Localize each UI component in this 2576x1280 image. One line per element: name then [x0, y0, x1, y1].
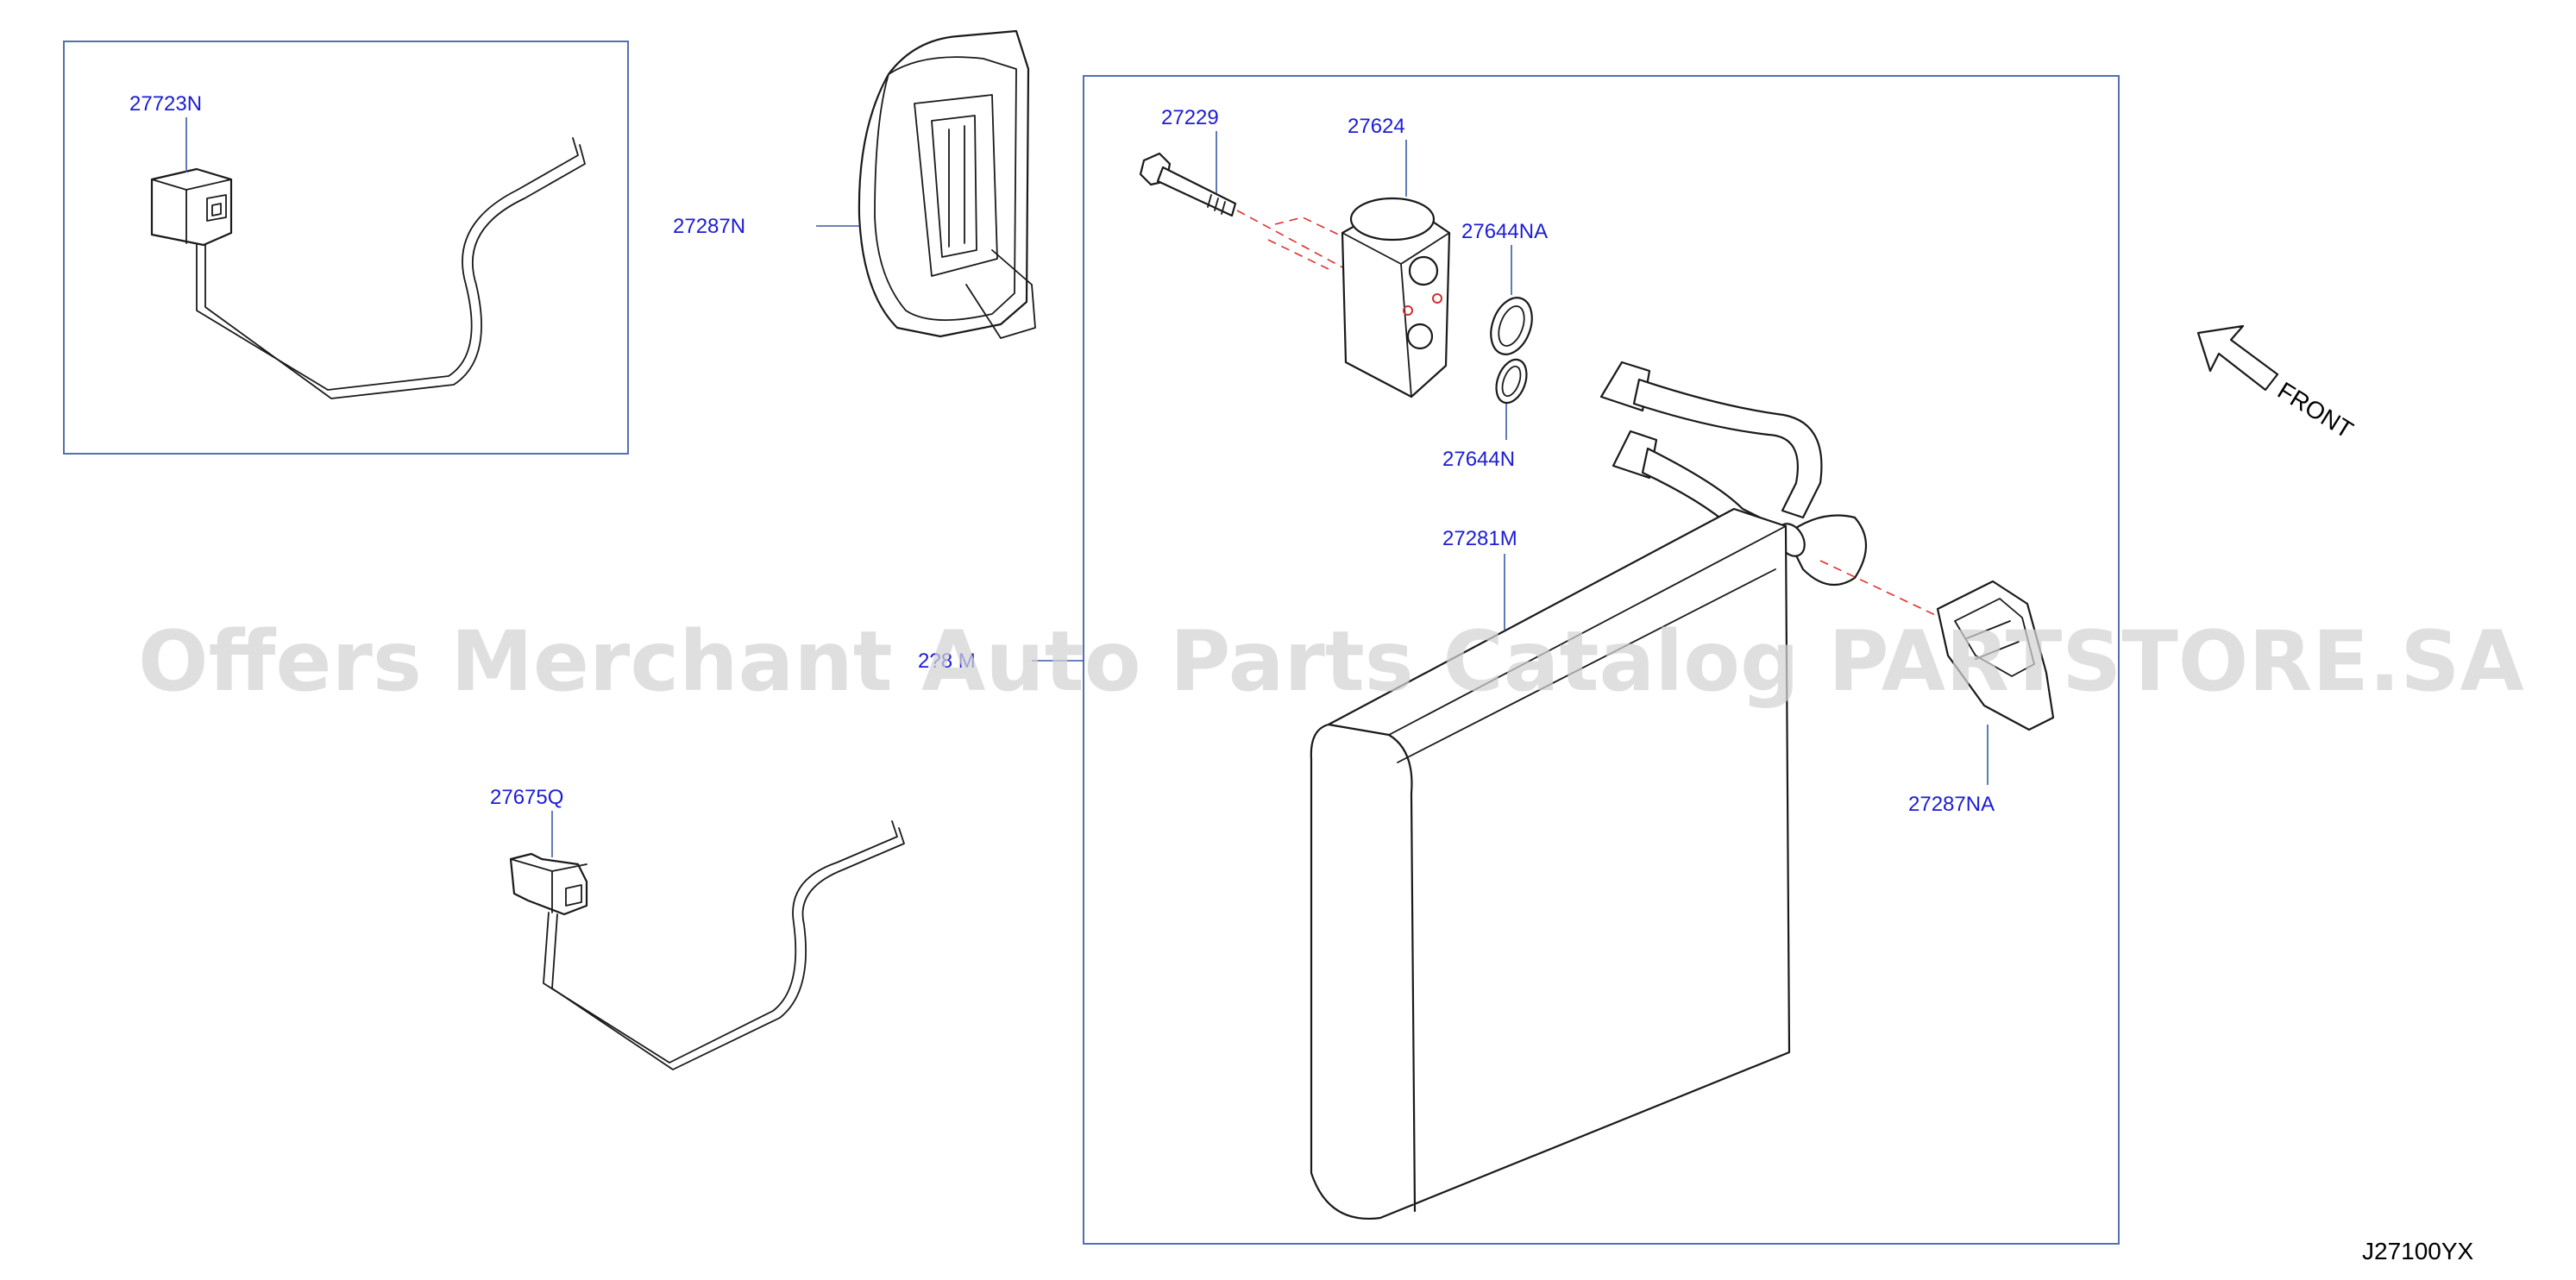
part-number-27723N[interactable]: 27723N [129, 92, 202, 116]
front-direction-label: FRONT [2273, 377, 2358, 443]
evaporator-seal-part-icon[interactable] [858, 29, 1036, 339]
oring-small-part-icon[interactable] [1491, 355, 1532, 407]
bolt-alignment-line [1236, 210, 1347, 270]
expansion-valve-part-icon[interactable] [1341, 197, 1451, 398]
part-number-evaporator-assembly[interactable]: 2?8 M [918, 649, 976, 673]
part-number-27675Q[interactable]: 27675Q [490, 786, 563, 809]
front-arrow-icon [2196, 324, 2279, 392]
pipe-seal-part-icon[interactable] [1936, 580, 2055, 731]
part-number-27281M[interactable]: 27281M [1442, 527, 1517, 550]
pipe-alignment-line [1819, 560, 1949, 622]
watermark-text: Offers Merchant Auto Parts Catalog PARTS… [138, 613, 2524, 710]
part-number-27624[interactable]: 27624 [1348, 115, 1405, 138]
part-number-27287N[interactable]: 27287N [673, 215, 745, 238]
part-number-27229[interactable]: 27229 [1161, 106, 1219, 129]
evaporator-group-box [1083, 75, 2120, 1245]
part-number-27644N[interactable]: 27644N [1442, 448, 1515, 471]
part-number-27287NA[interactable]: 27287NA [1908, 793, 1995, 816]
diagram-code: J27100YX [2362, 1238, 2474, 1264]
thermo-sensor-part-icon[interactable] [150, 137, 586, 399]
sensor-group-box [63, 41, 629, 455]
ambient-sensor-part-icon[interactable] [509, 820, 905, 1070]
part-number-27644NA[interactable]: 27644NA [1461, 220, 1548, 243]
bolt-part-icon[interactable] [1139, 152, 1237, 217]
evaporator-core-part-icon[interactable] [1310, 507, 1791, 1220]
oring-large-part-icon[interactable] [1484, 292, 1540, 361]
